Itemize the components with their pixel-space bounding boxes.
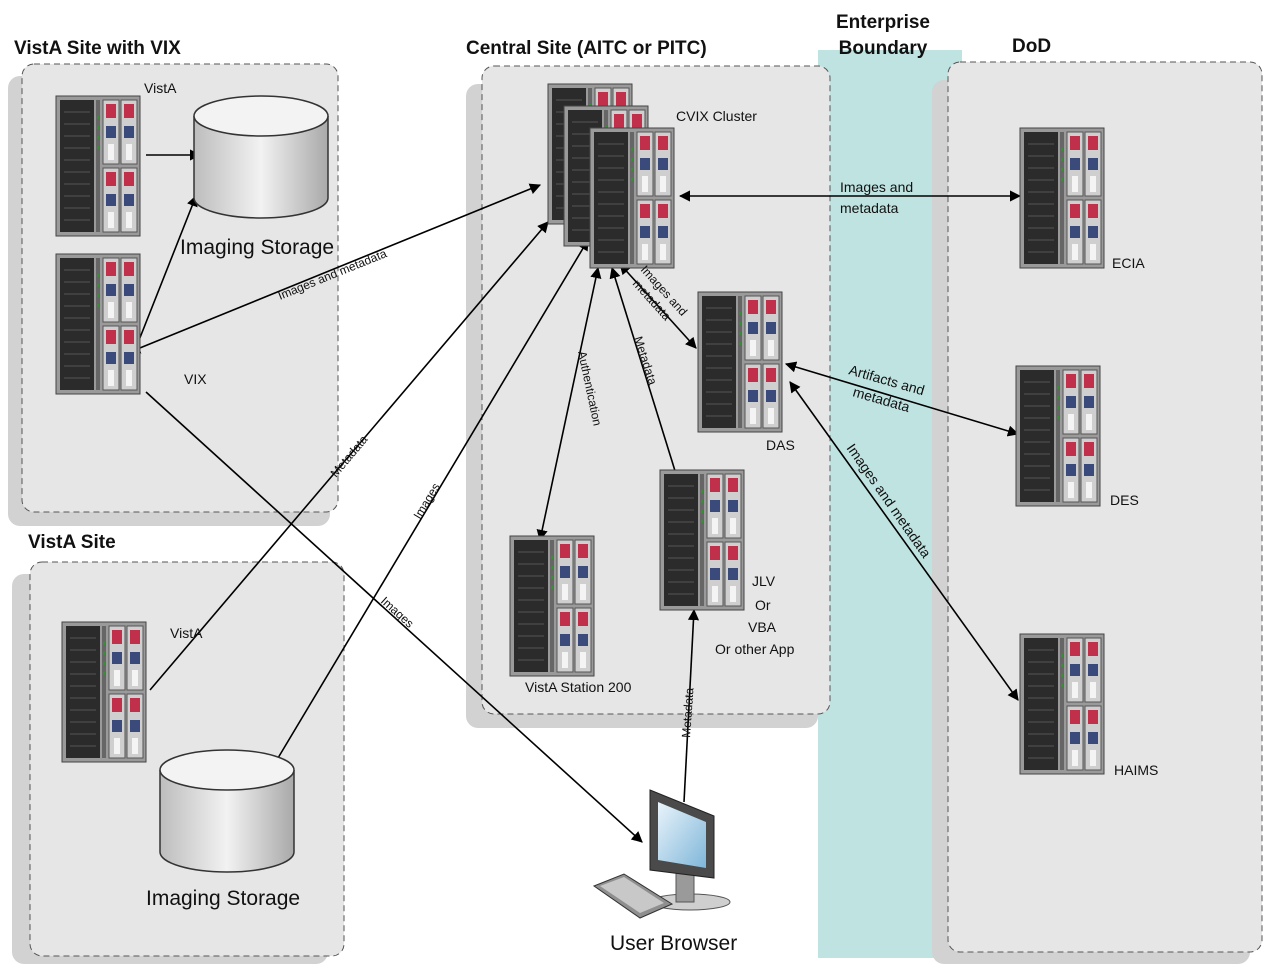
server-haims: HAIMS: [1019, 633, 1158, 778]
server-des: DES: [1015, 365, 1139, 508]
arrow-vista2-cvix: [149, 221, 549, 691]
server-jlv-vba: JLV Or VBA Or other App: [659, 469, 795, 657]
server-das: DAS: [697, 291, 795, 453]
imaging-storage-2: Imaging Storage: [146, 749, 300, 910]
region-title: VistA Site with VIX: [14, 38, 181, 59]
region-title: Central Site (AITC or PITC): [466, 38, 707, 59]
storage-label: Imaging Storage: [146, 887, 300, 910]
server-label: VistA: [170, 625, 203, 641]
arrow-storage2-cvix: [277, 239, 589, 759]
region-title: DoD: [1012, 36, 1051, 57]
link-label-cvix-ecia: Images and: [840, 179, 913, 195]
connections: [127, 149, 1022, 843]
arrow-cvix-station200: [536, 266, 602, 542]
server-label: DES: [1110, 492, 1139, 508]
server-vix: VIX: [55, 253, 207, 395]
server-label: VBA: [748, 619, 777, 635]
arrow-jlv-cvix: [609, 266, 677, 475]
browser-label: User Browser: [610, 932, 737, 955]
server-label: Or: [755, 597, 771, 613]
link-label-browser-metadata: Metadata: [679, 687, 696, 738]
server-label: ECIA: [1112, 255, 1145, 271]
arrow-browser-jlv: [683, 608, 700, 803]
server-label: VistA Station 200: [525, 679, 632, 695]
imaging-storage-1: Imaging Storage: [180, 95, 334, 259]
link-label-storage2-images: Images: [411, 481, 443, 522]
server-vista-2: VistA: [61, 621, 203, 763]
server-label: DAS: [766, 437, 795, 453]
server-label: VistA: [144, 80, 177, 96]
server-label: HAIMS: [1114, 762, 1158, 778]
arrow-cvix-das: [619, 263, 697, 349]
server-label: Or other App: [715, 641, 795, 657]
arrow-vix-browser: [145, 391, 643, 843]
server-vista-station-200: VistA Station 200: [509, 535, 632, 695]
server-ecia: ECIA: [1019, 127, 1145, 271]
arrow-vix-cvix: [128, 183, 542, 354]
link-label-cvix-ecia: metadata: [840, 200, 899, 216]
user-browser-computer-icon: User Browser: [592, 789, 737, 955]
server-label: CVIX Cluster: [676, 108, 757, 124]
storage-label: Imaging Storage: [180, 236, 334, 259]
server-label: VIX: [184, 371, 207, 387]
enterprise-boundary-title: Boundary: [839, 38, 928, 59]
server-cvix-cluster: CVIX Cluster: [547, 83, 757, 269]
enterprise-boundary-title: Enterprise: [836, 12, 930, 33]
link-label-vix-browser-images: Images: [378, 594, 417, 631]
server-label: JLV: [752, 573, 776, 589]
arrow-das-haims: [789, 381, 1019, 701]
region-title: VistA Site: [28, 532, 116, 553]
server-vista-1: VistA: [55, 80, 177, 237]
